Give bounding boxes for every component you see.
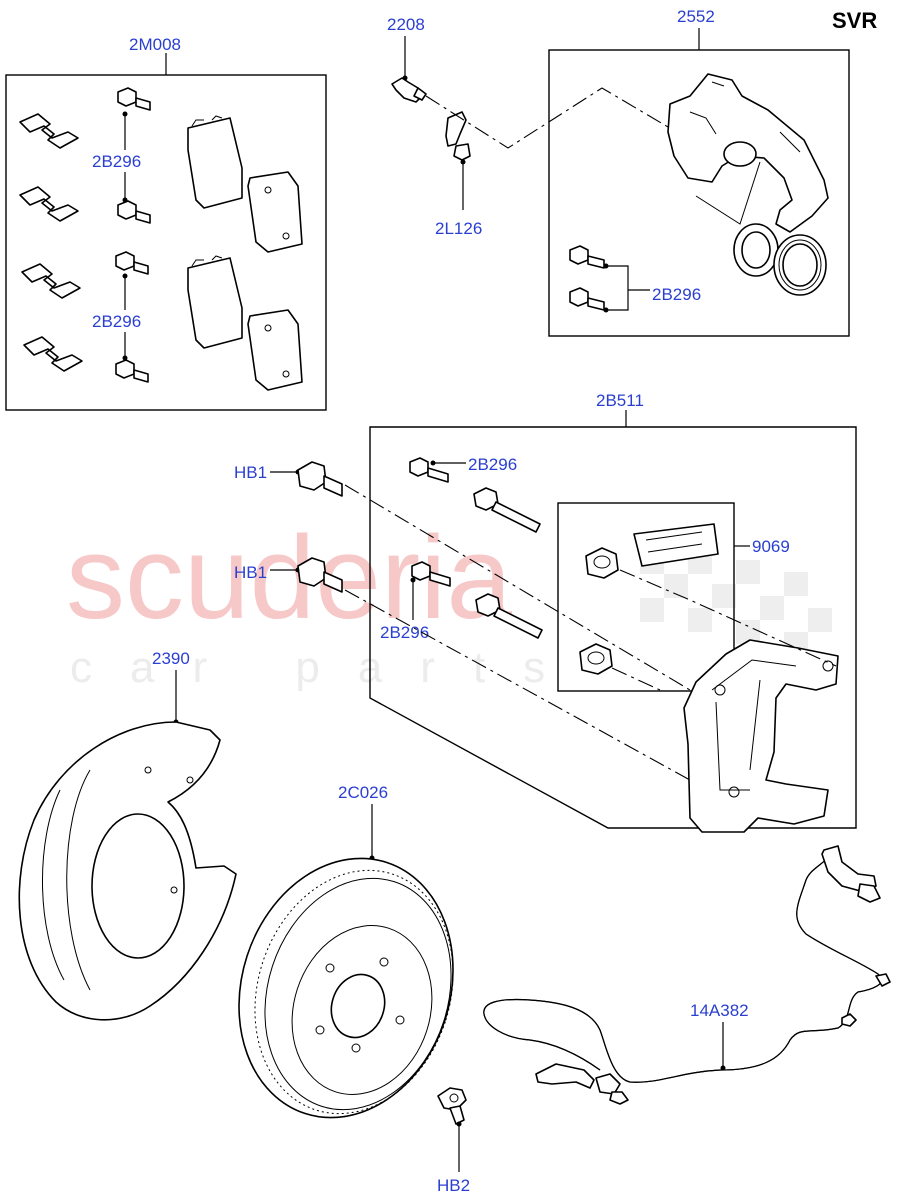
bleed-screw	[391, 77, 427, 103]
brake-disc	[238, 857, 454, 1119]
dust-boot	[773, 234, 827, 296]
label-disc: 2C026	[338, 783, 388, 802]
disc-screw-group: HB2	[437, 1087, 470, 1195]
checkered-flag-watermark	[640, 550, 832, 656]
label-bleed-screw: 2208	[387, 15, 425, 34]
carrier-kit-group: 2B511 9069 2B296 2B296	[344, 391, 857, 833]
anti-rattle-clip	[21, 263, 81, 299]
hb1-bolt-top: HB1	[234, 461, 343, 497]
brake-disc-group: 2C026	[238, 783, 454, 1119]
anti-rattle-clip	[23, 336, 83, 372]
guide-pin-boot	[579, 643, 613, 675]
guide-pin	[475, 593, 543, 639]
brake-pad	[187, 115, 243, 209]
label-carrier-kit: 2B511	[596, 391, 644, 410]
label-sensor: 14A382	[690, 1001, 749, 1020]
anti-rattle-clip	[19, 113, 79, 149]
brake-wear-sensor	[483, 845, 891, 1105]
watermark-sub: car parts	[70, 643, 583, 692]
caliper-group: 2552 2B296	[548, 7, 850, 337]
bolt	[117, 200, 151, 224]
brake-pad	[247, 171, 303, 253]
label-pad-kit: 2M008	[129, 35, 181, 54]
watermark: scuderia car parts	[66, 512, 832, 692]
grease-sachet	[633, 523, 719, 567]
bolt	[117, 87, 151, 111]
label-hose-clip: 2L126	[435, 219, 482, 238]
label-hb1-top: HB1	[234, 463, 267, 482]
bolt	[411, 561, 451, 587]
anti-rattle-clip	[19, 186, 79, 222]
bleed-screw-group: 2208 2L126	[387, 15, 691, 238]
brake-caliper	[667, 73, 829, 233]
splash-shield-group: 2390	[18, 649, 237, 1021]
pad-kit-group: 2M008	[5, 35, 327, 411]
bolt	[569, 245, 605, 269]
bolt	[115, 251, 149, 275]
bolt	[409, 457, 449, 483]
label-bolt-a: 2B296	[92, 152, 141, 171]
label-grease: 9069	[752, 537, 790, 556]
disc-screw	[437, 1087, 467, 1125]
label-hb1-bottom: HB1	[234, 563, 267, 582]
label-caliper-bolt: 2B296	[652, 285, 701, 304]
label-caliper: 2552	[677, 7, 715, 26]
bolt	[115, 359, 149, 383]
bolt	[569, 287, 605, 311]
label-carrier-bolt-bottom: 2B296	[380, 623, 429, 642]
label-bolt-b: 2B296	[92, 312, 141, 331]
guide-pin	[473, 487, 541, 533]
guide-pin-boot	[585, 547, 619, 579]
wear-sensor-group: 14A382	[483, 845, 891, 1105]
label-shield: 2390	[152, 649, 190, 668]
brake-pad	[187, 255, 243, 349]
hose-clip	[445, 111, 471, 161]
piston-seal	[733, 223, 779, 277]
hb1-bolt-bottom: HB1	[234, 557, 343, 593]
brake-pad	[247, 309, 303, 391]
grease-box	[557, 502, 735, 692]
splash-shield	[18, 721, 237, 1021]
variant-label: SVR	[832, 8, 877, 33]
label-carrier-bolt-top: 2B296	[468, 455, 517, 474]
caliper-carrier-bracket	[683, 639, 839, 833]
label-disc-screw: HB2	[437, 1176, 470, 1195]
